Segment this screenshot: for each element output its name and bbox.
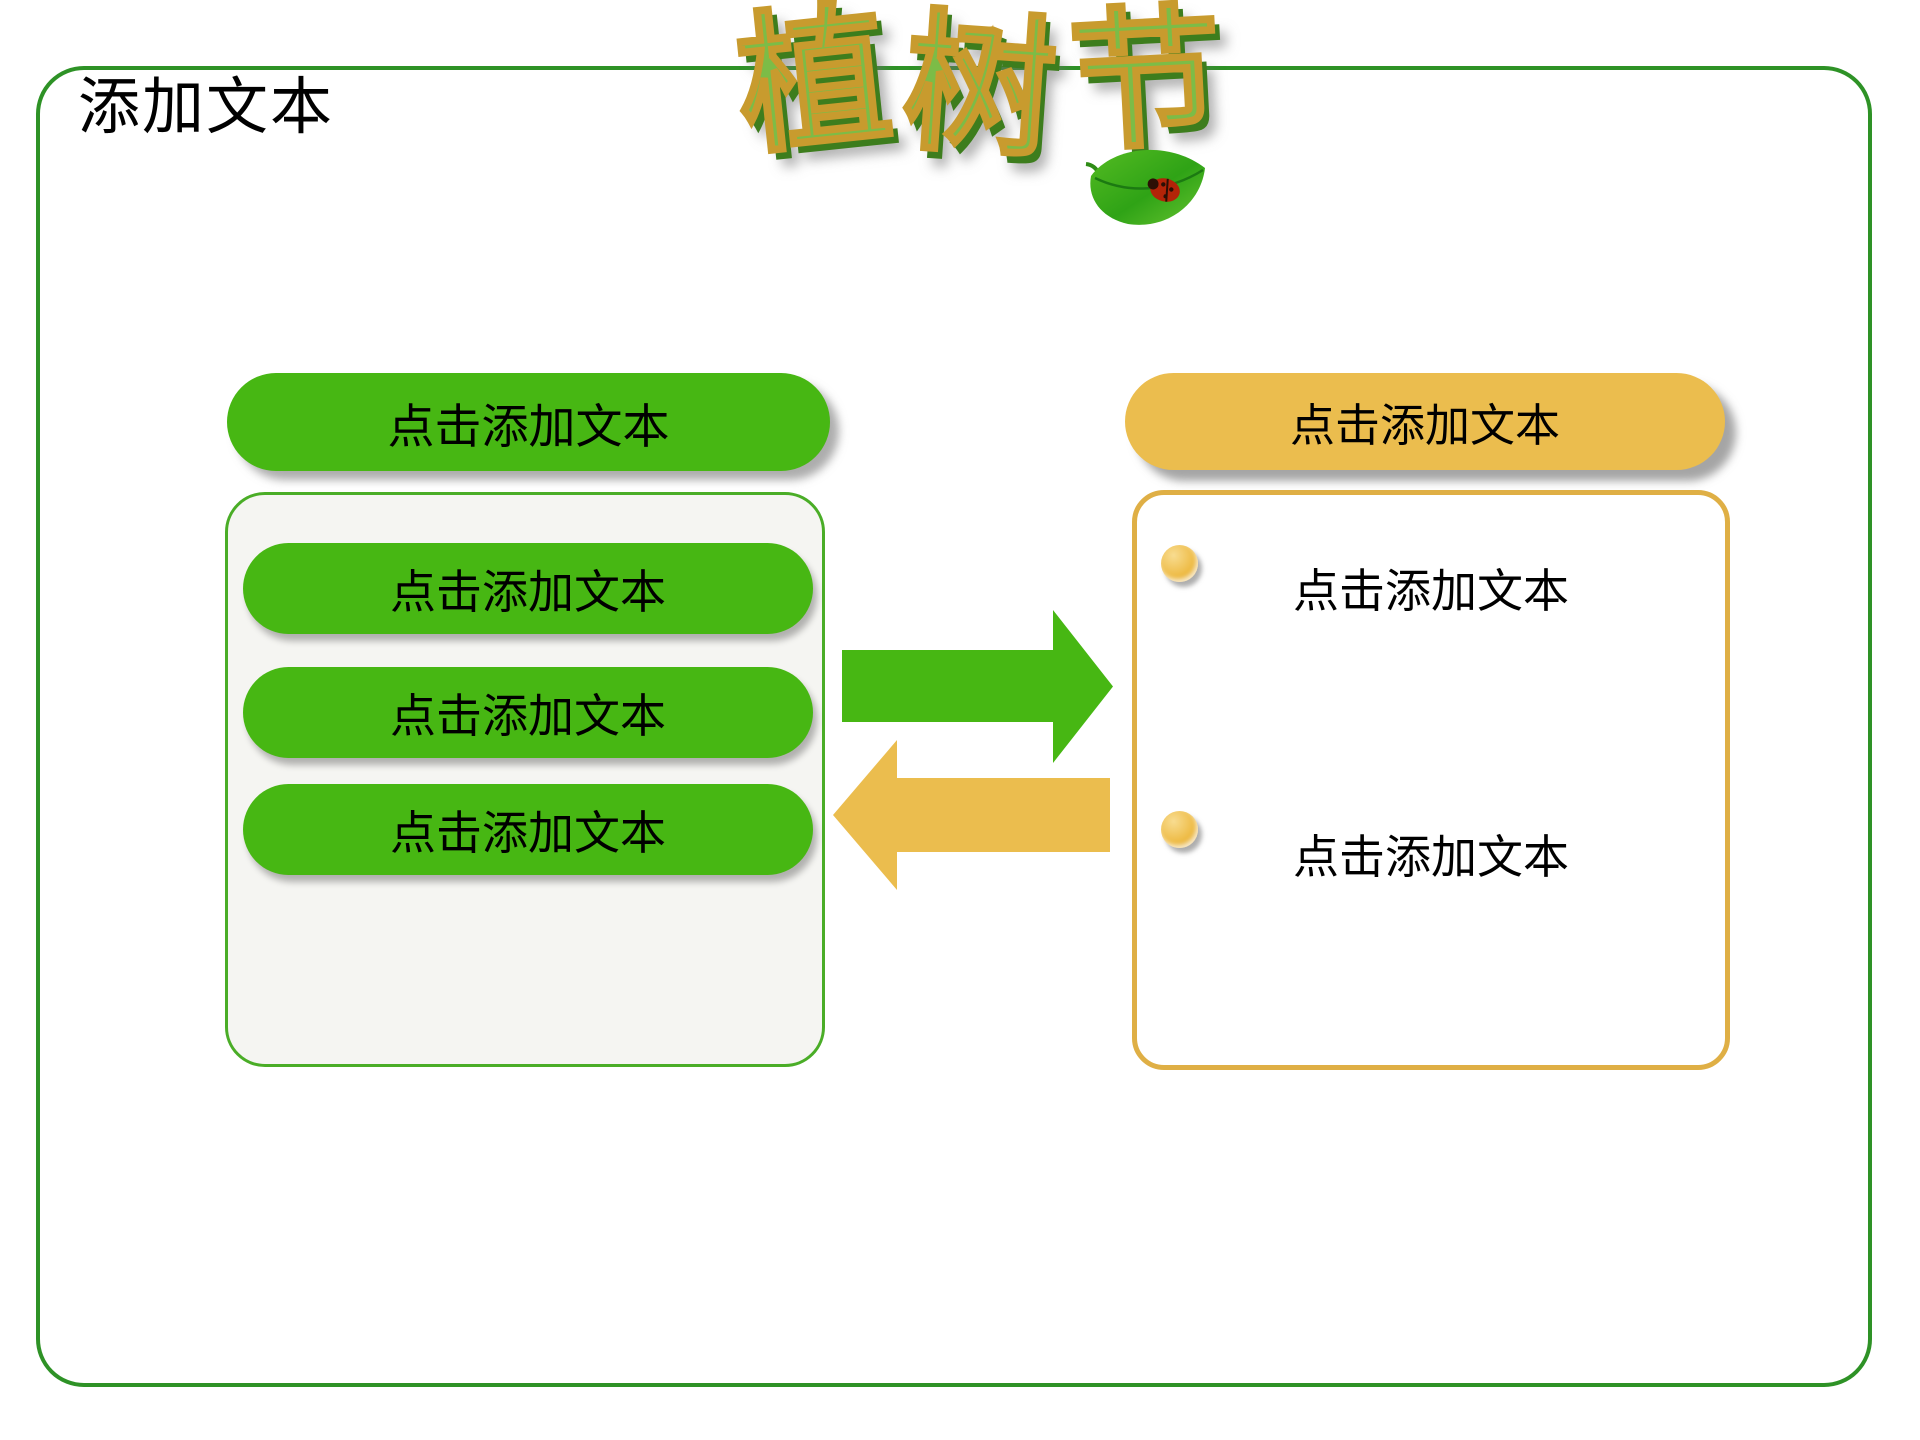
left-content-panel: 点击添加文本 点击添加文本 点击添加文本 [225, 492, 825, 1067]
bullet-dot-icon [1161, 811, 1198, 848]
leaf-ladybug-icon [1085, 149, 1205, 225]
bullet-dot-icon [1161, 545, 1198, 582]
right-header-pill-label: 点击添加文本 [1289, 400, 1560, 451]
logo-char-1: 植 [728, 0, 900, 175]
left-item-pill-2[interactable]: 点击添加文本 [243, 667, 813, 758]
left-item-2-label: 点击添加文本 [390, 689, 666, 742]
left-item-pill-1[interactable]: 点击添加文本 [243, 543, 813, 634]
left-header-pill[interactable]: 点击添加文本 [227, 373, 830, 471]
right-bullet-2-label[interactable]: 点击添加文本 [1293, 831, 1569, 883]
slide-border-frame [36, 66, 1872, 1387]
logo-char-2: 树 [896, 0, 1062, 179]
right-bullet-1-label[interactable]: 点击添加文本 [1293, 565, 1569, 617]
page-title: 添加文本 [78, 73, 335, 142]
arrow-right-icon [842, 610, 1113, 763]
right-content-panel: 点击添加文本 点击添加文本 [1132, 490, 1730, 1070]
left-item-pill-3[interactable]: 点击添加文本 [243, 784, 813, 875]
right-bullet-row-1: 点击添加文本 [1137, 545, 1725, 621]
left-header-pill-label: 点击添加文本 [387, 399, 670, 453]
left-item-1-label: 点击添加文本 [390, 565, 666, 618]
arrow-left-icon [833, 740, 1110, 890]
right-bullet-row-2: 点击添加文本 [1137, 811, 1725, 887]
right-header-pill[interactable]: 点击添加文本 [1125, 373, 1725, 470]
left-item-3-label: 点击添加文本 [390, 806, 666, 859]
